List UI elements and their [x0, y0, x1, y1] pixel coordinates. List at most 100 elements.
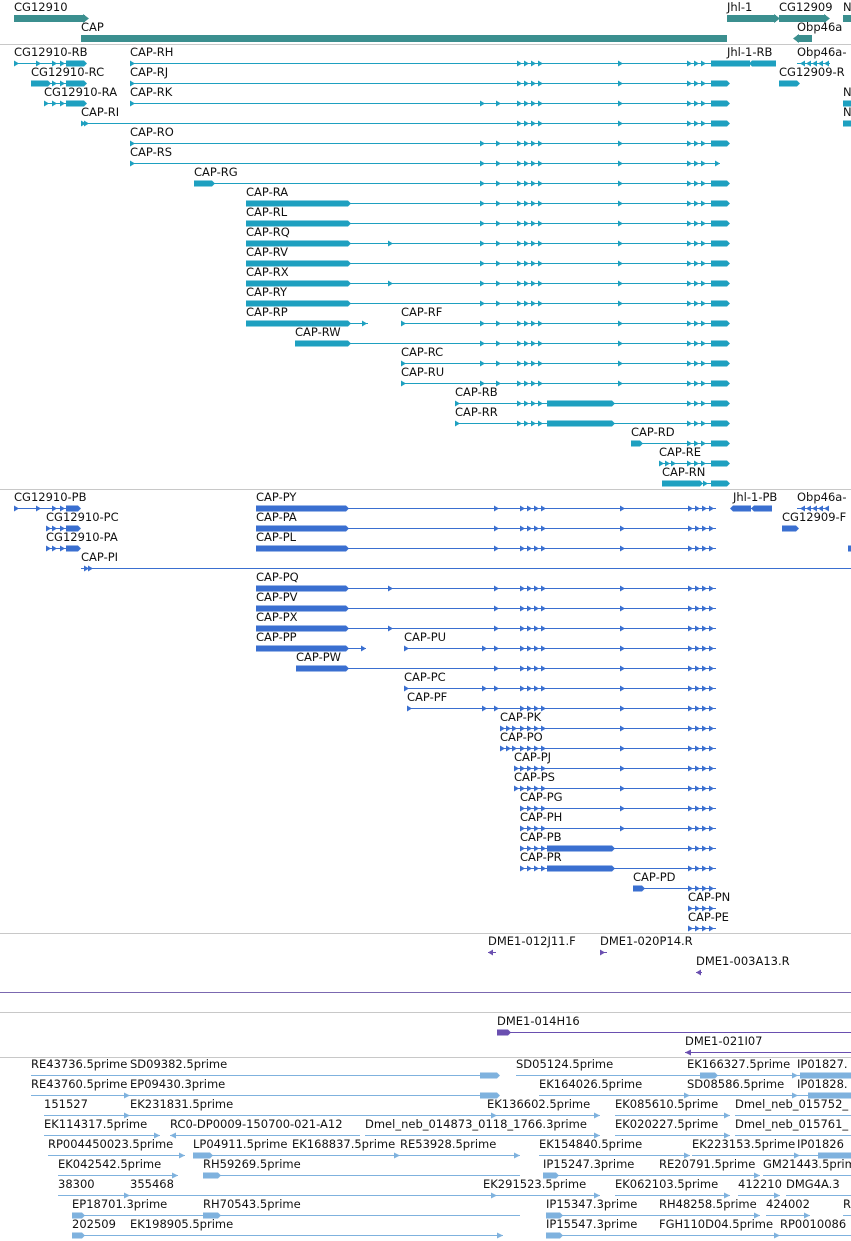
feature-label[interactable]: IP01826 — [797, 1137, 844, 1151]
feature-label[interactable]: CAP-RR — [455, 405, 498, 419]
feature-ek291523-5prime[interactable] — [483, 1192, 600, 1199]
feature-label[interactable]: CAP-RK — [130, 85, 173, 99]
feature-cap-rn[interactable] — [662, 480, 730, 487]
feature-label[interactable]: IP15347.3prime — [546, 1197, 638, 1211]
feature-label[interactable]: EK291523.5prime — [483, 1177, 587, 1191]
feature-label[interactable]: CAP-RI — [81, 105, 120, 119]
feature-label[interactable]: N — [843, 0, 851, 14]
feature-label[interactable]: IP15247.3prime — [543, 1157, 635, 1171]
feature-obp46a[interactable] — [797, 60, 830, 67]
feature-label[interactable]: CAP-PX — [256, 610, 298, 624]
feature-cg12910-pc[interactable] — [46, 525, 81, 532]
feature-cap-rg[interactable] — [194, 180, 730, 187]
feature-cap-ph[interactable] — [520, 825, 716, 832]
feature-cap-rw[interactable] — [295, 340, 730, 347]
feature-202509[interactable] — [72, 1232, 130, 1239]
feature-re53928-5prime[interactable] — [400, 1152, 520, 1159]
feature-label[interactable]: CAP-PV — [256, 590, 298, 604]
feature-cap-rp[interactable] — [246, 320, 368, 327]
feature-ek136602-5prime[interactable] — [487, 1112, 600, 1119]
feature-label[interactable]: Obp46a — [797, 20, 843, 34]
feature-label[interactable]: CAP-PA — [256, 510, 297, 524]
feature-label[interactable]: SD09382.5prime — [130, 1057, 228, 1071]
feature-label[interactable]: DME1-012J11.F — [488, 934, 576, 948]
feature-label[interactable]: CG12910-RC — [31, 65, 105, 79]
feature-355468[interactable] — [130, 1192, 497, 1199]
feature-ek166327-5prime[interactable] — [687, 1072, 798, 1079]
feature-cap-rj[interactable] — [130, 80, 730, 87]
feature-label[interactable]: CAP — [81, 20, 104, 34]
feature-label[interactable]: RP004450023.5prime — [48, 1137, 174, 1151]
feature-cap-pr[interactable] — [520, 865, 716, 872]
feature-cap-py[interactable] — [256, 505, 716, 512]
feature-cap-rd[interactable] — [631, 440, 730, 447]
feature-label[interactable]: CAP-RO — [130, 125, 174, 139]
feature-cg12909-f[interactable] — [782, 525, 799, 532]
feature-label[interactable]: IP01827. — [797, 1057, 848, 1071]
feature-cg12909[interactable] — [779, 14, 830, 23]
feature-cg12910-ra[interactable] — [44, 100, 87, 107]
feature-ip15247-3prime[interactable] — [543, 1172, 660, 1179]
feature-ip01828[interactable] — [797, 1092, 851, 1099]
feature-label[interactable]: IP01828. — [797, 1077, 848, 1091]
feature-label[interactable]: CAP-RY — [246, 285, 288, 299]
feature-label[interactable]: EP09430.3prime — [130, 1077, 226, 1091]
feature-cap-rf[interactable] — [401, 320, 730, 327]
feature-label[interactable]: CAP-RC — [401, 345, 444, 359]
feature-cap-re[interactable] — [659, 460, 730, 467]
feature-label[interactable]: EK062103.5prime — [615, 1177, 719, 1191]
feature-sd09382-5prime[interactable] — [130, 1072, 497, 1079]
feature-label[interactable]: CAP-PU — [404, 630, 447, 644]
feature-obp46a[interactable] — [797, 505, 829, 512]
feature-cap-rb[interactable] — [455, 400, 730, 407]
feature-label[interactable]: 38300 — [58, 1177, 95, 1191]
feature-jhl-1-pb[interactable] — [730, 505, 772, 512]
feature-label[interactable]: CAP-RN — [662, 465, 706, 479]
feature-obp46a[interactable] — [793, 34, 812, 43]
feature-cap-rv[interactable] — [246, 260, 730, 267]
feature-ep09430-3prime[interactable] — [130, 1092, 500, 1099]
feature-sd08586-5prime[interactable] — [687, 1092, 798, 1099]
feature-ip01827[interactable] — [797, 1072, 851, 1079]
feature-label[interactable]: CG12909-R — [779, 65, 845, 79]
feature-label[interactable]: EK168837.5prime — [292, 1137, 396, 1151]
feature-label[interactable]: CAP-PB — [520, 830, 562, 844]
feature-label[interactable]: GM21443.5prime — [763, 1157, 851, 1171]
feature-label[interactable]: 202509 — [72, 1217, 116, 1231]
feature-label[interactable]: CAP-PL — [256, 530, 297, 544]
feature-label[interactable]: RE43760.5prime — [31, 1077, 128, 1091]
feature-rh59269-5prime[interactable] — [203, 1172, 520, 1179]
feature-label[interactable]: DMG4A.3 — [786, 1177, 840, 1191]
feature-cap-ru[interactable] — [401, 380, 730, 387]
feature-rh48258-5prime[interactable] — [659, 1212, 760, 1219]
feature-cap-pf[interactable] — [407, 705, 716, 712]
feature-cap-pp[interactable] — [256, 645, 366, 652]
feature-label[interactable]: Dmel_neb_014873_0118_1766.3prime — [365, 1117, 587, 1131]
feature-label[interactable]: CAP-RF — [401, 305, 443, 319]
feature-ek168837-5prime[interactable] — [292, 1152, 400, 1159]
feature-label[interactable]: CG12910-RB — [14, 45, 88, 59]
feature-label[interactable]: CAP-PF — [407, 690, 448, 704]
feature-ip15347-3prime[interactable] — [546, 1212, 660, 1219]
feature-label[interactable]: CAP-PW — [296, 650, 342, 664]
feature-label[interactable]: 355468 — [130, 1177, 174, 1191]
feature-cg12910-pa[interactable] — [46, 545, 81, 552]
feature-ip15547-3prime[interactable] — [546, 1232, 660, 1239]
feature-label[interactable]: CAP-RH — [130, 45, 174, 59]
feature-label[interactable]: CAP-RA — [246, 185, 289, 199]
feature-label[interactable]: EK085610.5prime — [615, 1097, 719, 1111]
feature-rp004450023-5prime[interactable] — [48, 1152, 185, 1159]
feature-label[interactable]: N — [843, 105, 851, 119]
feature-jhl-1-rb[interactable] — [724, 60, 776, 67]
feature-cap-pa[interactable] — [256, 525, 716, 532]
feature-cap-po[interactable] — [500, 745, 716, 752]
feature-label[interactable]: RH70543.5prime — [203, 1197, 301, 1211]
feature-label[interactable]: Jhl-1-PB — [733, 490, 778, 504]
feature-label[interactable]: EK231831.5prime — [130, 1097, 234, 1111]
feature-cap-rx[interactable] — [246, 280, 730, 287]
feature-dmel-neb-014873-0118-1766-3prime[interactable] — [365, 1132, 600, 1139]
feature-label[interactable]: 151527 — [44, 1097, 88, 1111]
feature-label[interactable]: EK223153.5prime — [692, 1137, 796, 1151]
feature-label[interactable]: CG12910-PC — [46, 510, 119, 524]
feature-label[interactable]: CAP-PR — [520, 850, 562, 864]
